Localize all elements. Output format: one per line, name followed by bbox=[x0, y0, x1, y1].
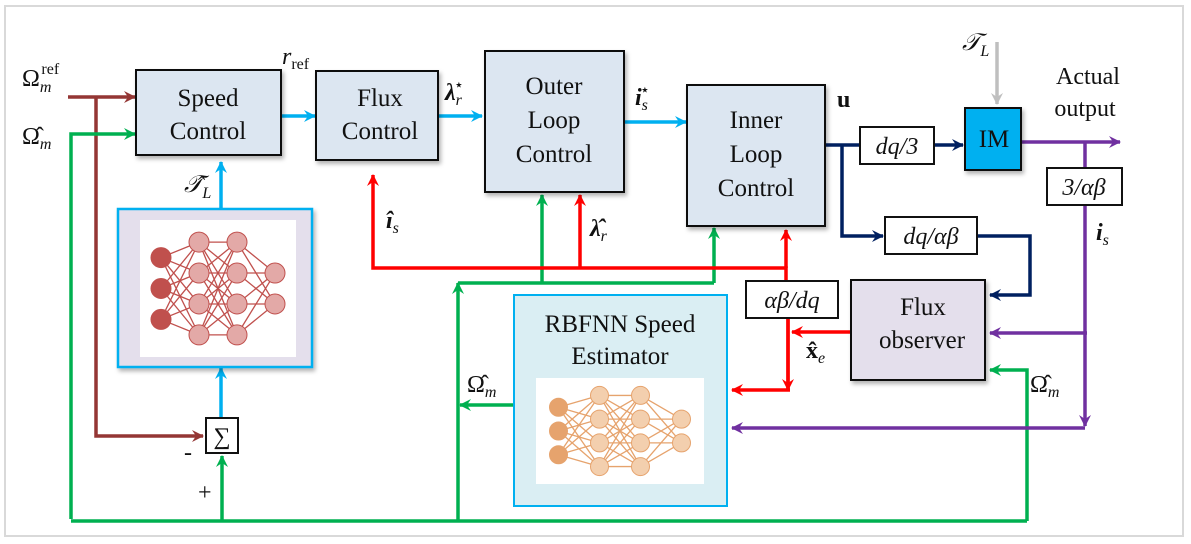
outer-loop-label-2: Loop bbox=[528, 107, 581, 134]
nn-edge bbox=[236, 272, 276, 336]
transform-3-to-alphabeta[interactable]: 3/αβ bbox=[1046, 167, 1123, 206]
nn-node bbox=[590, 457, 609, 477]
xe-hat-label: x̂e bbox=[806, 338, 825, 367]
actual-output-label-1: Actual bbox=[1056, 64, 1120, 90]
nn-node bbox=[549, 445, 568, 465]
torque-nn-block[interactable] bbox=[116, 207, 314, 369]
sum-symbol: ∑ bbox=[213, 424, 230, 450]
transform-alphabeta-to-dq[interactable]: αβ/dq bbox=[745, 280, 839, 319]
ref-speed-lines bbox=[68, 91, 204, 442]
nn-edge bbox=[599, 394, 641, 444]
is-label: is bbox=[1096, 220, 1109, 249]
torque-nn-graphic bbox=[150, 231, 286, 346]
nn-node bbox=[188, 293, 210, 315]
rbfnn-network-graphic bbox=[549, 385, 691, 477]
rbfnn-label-2: Estimator bbox=[571, 343, 669, 370]
outer-loop-label-3: Control bbox=[516, 141, 592, 168]
summing-junction[interactable]: ∑ bbox=[205, 417, 239, 454]
nn-node bbox=[188, 324, 210, 346]
minus-sign: - bbox=[184, 440, 192, 466]
plus-sign: + bbox=[198, 480, 212, 506]
nn-node bbox=[226, 293, 248, 315]
nn-node bbox=[590, 385, 609, 405]
inner-loop-control-block[interactable]: Inner Loop Control bbox=[686, 84, 826, 227]
flux-observer-block[interactable]: Flux observer bbox=[850, 279, 986, 381]
nn-edge bbox=[160, 241, 200, 320]
lambda-hat-label: λ̂r bbox=[589, 216, 608, 245]
lambda-star-label: λr⋆ bbox=[444, 77, 464, 109]
speed-control-label-2: Control bbox=[170, 118, 246, 145]
rbfnn-speed-estimator-block[interactable]: RBFNN Speed Estimator bbox=[513, 294, 728, 507]
nn-node bbox=[226, 262, 248, 284]
r-ref-label: rref bbox=[282, 44, 310, 73]
omega-hat-label-rbfnn: Ω̂m bbox=[467, 372, 496, 401]
nn-edge bbox=[599, 418, 641, 468]
dq3-label: dq/3 bbox=[876, 134, 919, 160]
nn-node bbox=[631, 409, 650, 429]
nn-node bbox=[226, 231, 248, 253]
nn-node bbox=[150, 308, 172, 330]
current-measure-lines bbox=[731, 136, 1121, 434]
inner-loop-label-3: Control bbox=[718, 175, 794, 202]
nn-node bbox=[549, 397, 568, 417]
nn-node bbox=[672, 433, 691, 453]
nn-edge bbox=[598, 395, 642, 467]
im-label: IM bbox=[979, 126, 1010, 153]
u-label: u bbox=[837, 87, 850, 113]
dq-ab-label: dq/αβ bbox=[903, 224, 958, 250]
outer-loop-label-1: Outer bbox=[526, 73, 584, 100]
nn-node bbox=[264, 262, 286, 284]
transform-dq-to-alphabeta[interactable]: dq/αβ bbox=[884, 216, 978, 255]
three-ab-label: 3/αβ bbox=[1061, 175, 1105, 201]
nn-node bbox=[590, 433, 609, 453]
is-star-label: is⋆ bbox=[635, 82, 650, 114]
load-torque-label: 𝒯L bbox=[962, 30, 989, 60]
transform-dq-to-3[interactable]: dq/3 bbox=[859, 126, 935, 165]
speed-control-block[interactable]: Speed Control bbox=[135, 69, 282, 156]
induction-motor-block[interactable]: IM bbox=[964, 107, 1022, 171]
nn-node bbox=[264, 293, 286, 315]
nn-node bbox=[631, 457, 650, 477]
speed-control-label-1: Speed bbox=[177, 85, 239, 112]
omega-hat-label-observer: Ω̂m bbox=[1030, 372, 1059, 401]
flux-observer-label-1: Flux bbox=[900, 294, 946, 321]
is-hat-label: îs bbox=[386, 208, 399, 237]
actual-output-label-2: output bbox=[1054, 96, 1116, 122]
speed-feedback-lines bbox=[69, 128, 1029, 523]
inner-loop-label-1: Inner bbox=[730, 107, 783, 134]
nn-node bbox=[150, 247, 172, 269]
nn-edge bbox=[198, 272, 238, 336]
flux-control-label-2: Control bbox=[342, 118, 418, 145]
nn-node bbox=[631, 433, 650, 453]
outer-loop-control-block[interactable]: Outer Loop Control bbox=[484, 50, 625, 193]
ab-dq-label: αβ/dq bbox=[764, 288, 819, 314]
rbfnn-label-1: RBFNN Speed bbox=[545, 311, 696, 338]
nn-node bbox=[672, 409, 691, 429]
nn-edge bbox=[640, 418, 682, 468]
nn-node bbox=[631, 385, 650, 405]
diagram-frame bbox=[4, 5, 1184, 537]
nn-edge bbox=[198, 241, 238, 336]
inner-loop-label-2: Loop bbox=[730, 141, 783, 168]
flux-control-label-1: Flux bbox=[357, 85, 403, 112]
voltage-lines bbox=[826, 139, 1032, 301]
nn-node bbox=[188, 231, 210, 253]
omega-hat-label-left: Ω̂m bbox=[22, 124, 51, 153]
nn-edge bbox=[557, 395, 601, 456]
control-path-lines bbox=[215, 110, 687, 423]
nn-node bbox=[590, 409, 609, 429]
nn-node bbox=[226, 324, 248, 346]
nn-node bbox=[188, 262, 210, 284]
nn-node bbox=[549, 421, 568, 441]
nn-node bbox=[150, 278, 172, 299]
flux-control-block[interactable]: Flux Control bbox=[315, 70, 439, 161]
tl-hat-label: 𝒯̂L bbox=[184, 172, 211, 202]
omega-ref-label: Ωmref bbox=[22, 61, 60, 96]
nn-edge bbox=[198, 241, 238, 305]
flux-observer-label-2: observer bbox=[879, 327, 966, 354]
